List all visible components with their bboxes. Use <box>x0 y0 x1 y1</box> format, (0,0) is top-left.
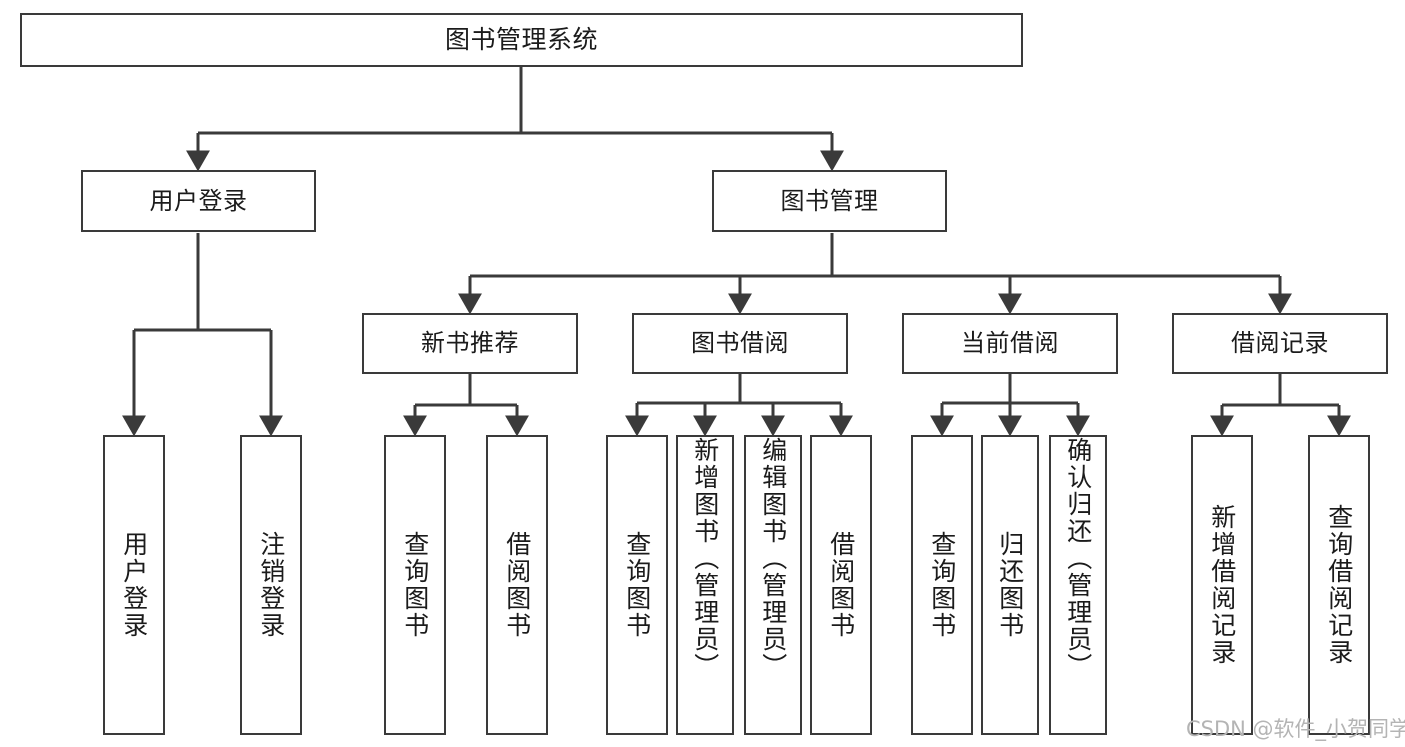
node-borrow-record[interactable]: 借阅记录 <box>1172 313 1388 374</box>
node-label: 查询图书 <box>927 531 957 639</box>
node-book-borrow[interactable]: 图书借阅 <box>632 313 848 374</box>
leaf-query-book-3[interactable]: 查询图书 <box>911 435 973 735</box>
node-label: 归还图书 <box>995 531 1025 639</box>
watermark-text: CSDN @软件_小贺同学 <box>1186 717 1405 741</box>
node-label: 图书管理系统 <box>444 25 598 54</box>
node-label: 新书推荐 <box>421 329 519 358</box>
node-new-book-recommend[interactable]: 新书推荐 <box>362 313 578 374</box>
node-label: 借阅记录 <box>1231 329 1329 358</box>
node-root-system[interactable]: 图书管理系统 <box>20 13 1023 67</box>
leaf-query-book-1[interactable]: 查询图书 <box>384 435 446 735</box>
node-label: 图书管理 <box>780 186 879 215</box>
leaf-add-book-admin[interactable]: 新增图书（管理员） <box>676 435 734 735</box>
leaf-edit-book-admin[interactable]: 编辑图书（管理员） <box>744 435 802 735</box>
node-label: 图书借阅 <box>691 329 789 358</box>
node-label: 查询图书 <box>400 531 430 639</box>
leaf-confirm-return-admin[interactable]: 确认归还（管理员） <box>1049 435 1107 735</box>
leaf-logout-login[interactable]: 注销登录 <box>240 435 302 735</box>
node-label: 查询图书 <box>622 531 652 639</box>
leaf-borrow-book-2[interactable]: 借阅图书 <box>810 435 872 735</box>
leaf-query-book-2[interactable]: 查询图书 <box>606 435 668 735</box>
node-book-management[interactable]: 图书管理 <box>712 170 947 232</box>
node-user-login[interactable]: 用户登录 <box>81 170 316 232</box>
node-label: 新增图书（管理员） <box>690 437 720 680</box>
node-label: 查询借阅记录 <box>1324 504 1354 666</box>
node-label: 用户登录 <box>149 186 248 215</box>
node-label: 借阅图书 <box>502 531 532 639</box>
node-label: 确认归还（管理员） <box>1063 437 1093 680</box>
node-label: 当前借阅 <box>961 329 1059 358</box>
leaf-borrow-book-1[interactable]: 借阅图书 <box>486 435 548 735</box>
node-label: 新增借阅记录 <box>1207 504 1237 666</box>
leaf-return-book[interactable]: 归还图书 <box>981 435 1039 735</box>
leaf-query-borrow-record[interactable]: 查询借阅记录 <box>1308 435 1370 735</box>
node-label: 用户登录 <box>119 531 149 639</box>
leaf-add-borrow-record[interactable]: 新增借阅记录 <box>1191 435 1253 735</box>
node-label: 借阅图书 <box>826 531 856 639</box>
node-label: 注销登录 <box>256 531 286 639</box>
leaf-user-login[interactable]: 用户登录 <box>103 435 165 735</box>
node-label: 编辑图书（管理员） <box>758 437 788 680</box>
node-current-borrow[interactable]: 当前借阅 <box>902 313 1118 374</box>
